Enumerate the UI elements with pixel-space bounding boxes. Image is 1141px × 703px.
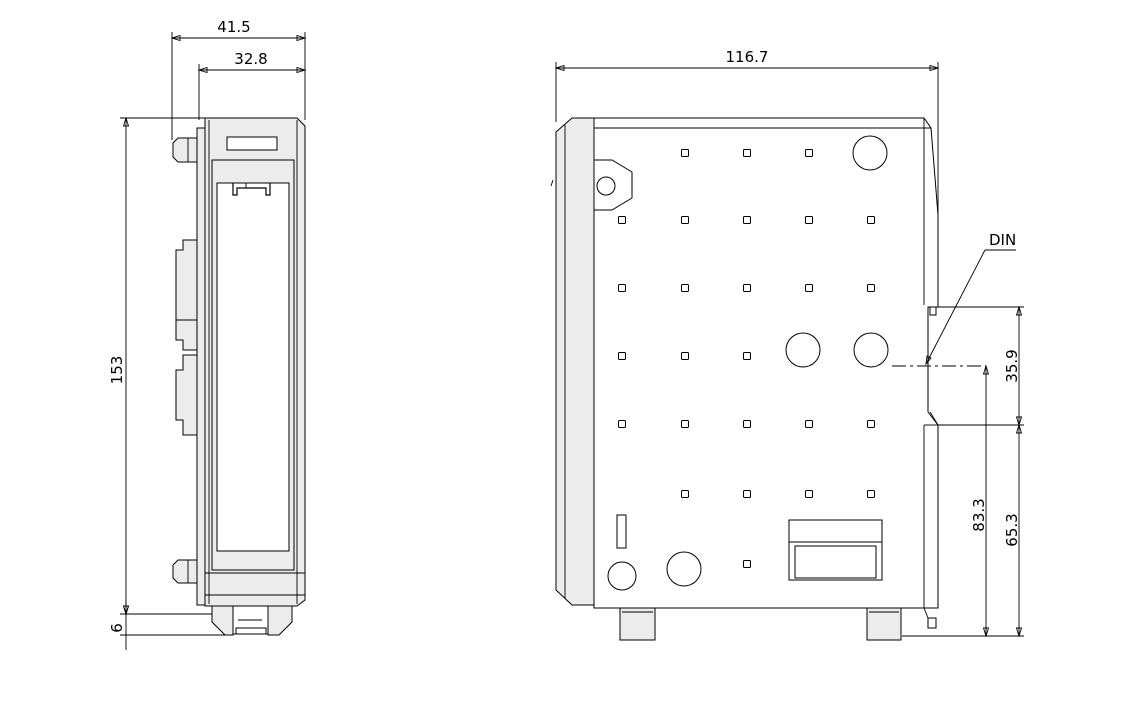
dim-label-35-9: 35.9 <box>1003 349 1021 382</box>
indicator-square <box>681 352 689 360</box>
indicator-square <box>867 420 875 428</box>
dimension-din-center: 83.3 <box>970 364 990 638</box>
indicator-square <box>618 284 626 292</box>
dimension-foot-height: 6 <box>108 600 230 650</box>
side-body <box>196 117 306 607</box>
side-view: 41.5 32.8 <box>108 18 307 650</box>
dim-label-153: 153 <box>108 356 126 385</box>
round-port <box>666 551 702 587</box>
indicator-square <box>743 352 751 360</box>
dim-label-32-8: 32.8 <box>234 50 267 68</box>
indicator-square <box>805 420 813 428</box>
indicator-square <box>805 149 813 157</box>
right-dimensions: DIN 35.9 83.3 65.3 <box>902 231 1024 638</box>
indicator-square <box>681 149 689 157</box>
front-end-cap <box>555 117 595 606</box>
dimension-din-upper: 35.9 <box>1003 305 1023 427</box>
dim-label-65-3: 65.3 <box>1003 513 1021 546</box>
dim-label-6: 6 <box>108 623 126 633</box>
dimension-side-total-depth: 41.5 <box>170 18 307 140</box>
front-feet <box>619 607 902 641</box>
dim-label-116-7: 116.7 <box>726 48 769 66</box>
round-port <box>785 332 821 368</box>
side-connectors <box>172 137 198 584</box>
round-port <box>607 561 637 591</box>
dimension-height: 153 <box>108 116 212 616</box>
indicator-square <box>805 216 813 224</box>
slot <box>616 514 627 549</box>
indicator-square <box>618 420 626 428</box>
din-label: DIN <box>989 231 1016 249</box>
indicator-square <box>867 284 875 292</box>
indicator-square <box>618 216 626 224</box>
indicator-square <box>743 216 751 224</box>
front-view: 116.7 <box>550 48 986 641</box>
front-body <box>593 117 939 609</box>
indicator-square <box>743 284 751 292</box>
side-feet <box>211 605 293 636</box>
display-window <box>788 519 883 581</box>
dimension-din-lower: 65.3 <box>1003 423 1023 638</box>
indicator-square <box>805 284 813 292</box>
round-port <box>852 135 888 171</box>
indicator-square <box>805 490 813 498</box>
led-grid <box>618 149 875 568</box>
indicator-square <box>743 149 751 157</box>
dim-label-83-3: 83.3 <box>970 498 988 531</box>
indicator-square <box>743 420 751 428</box>
indicator-square <box>743 560 751 568</box>
indicator-square <box>867 490 875 498</box>
indicator-square <box>867 216 875 224</box>
indicator-square <box>618 352 626 360</box>
dimension-width: 116.7 <box>554 48 940 215</box>
dimension-side-body-depth: 32.8 <box>197 50 307 120</box>
round-port <box>853 332 889 368</box>
din-callout: DIN <box>925 231 1016 366</box>
indicator-square <box>743 490 751 498</box>
indicator-square <box>681 420 689 428</box>
indicator-square <box>681 490 689 498</box>
indicator-square <box>681 284 689 292</box>
indicator-square <box>681 216 689 224</box>
dim-label-41-5: 41.5 <box>217 18 250 36</box>
